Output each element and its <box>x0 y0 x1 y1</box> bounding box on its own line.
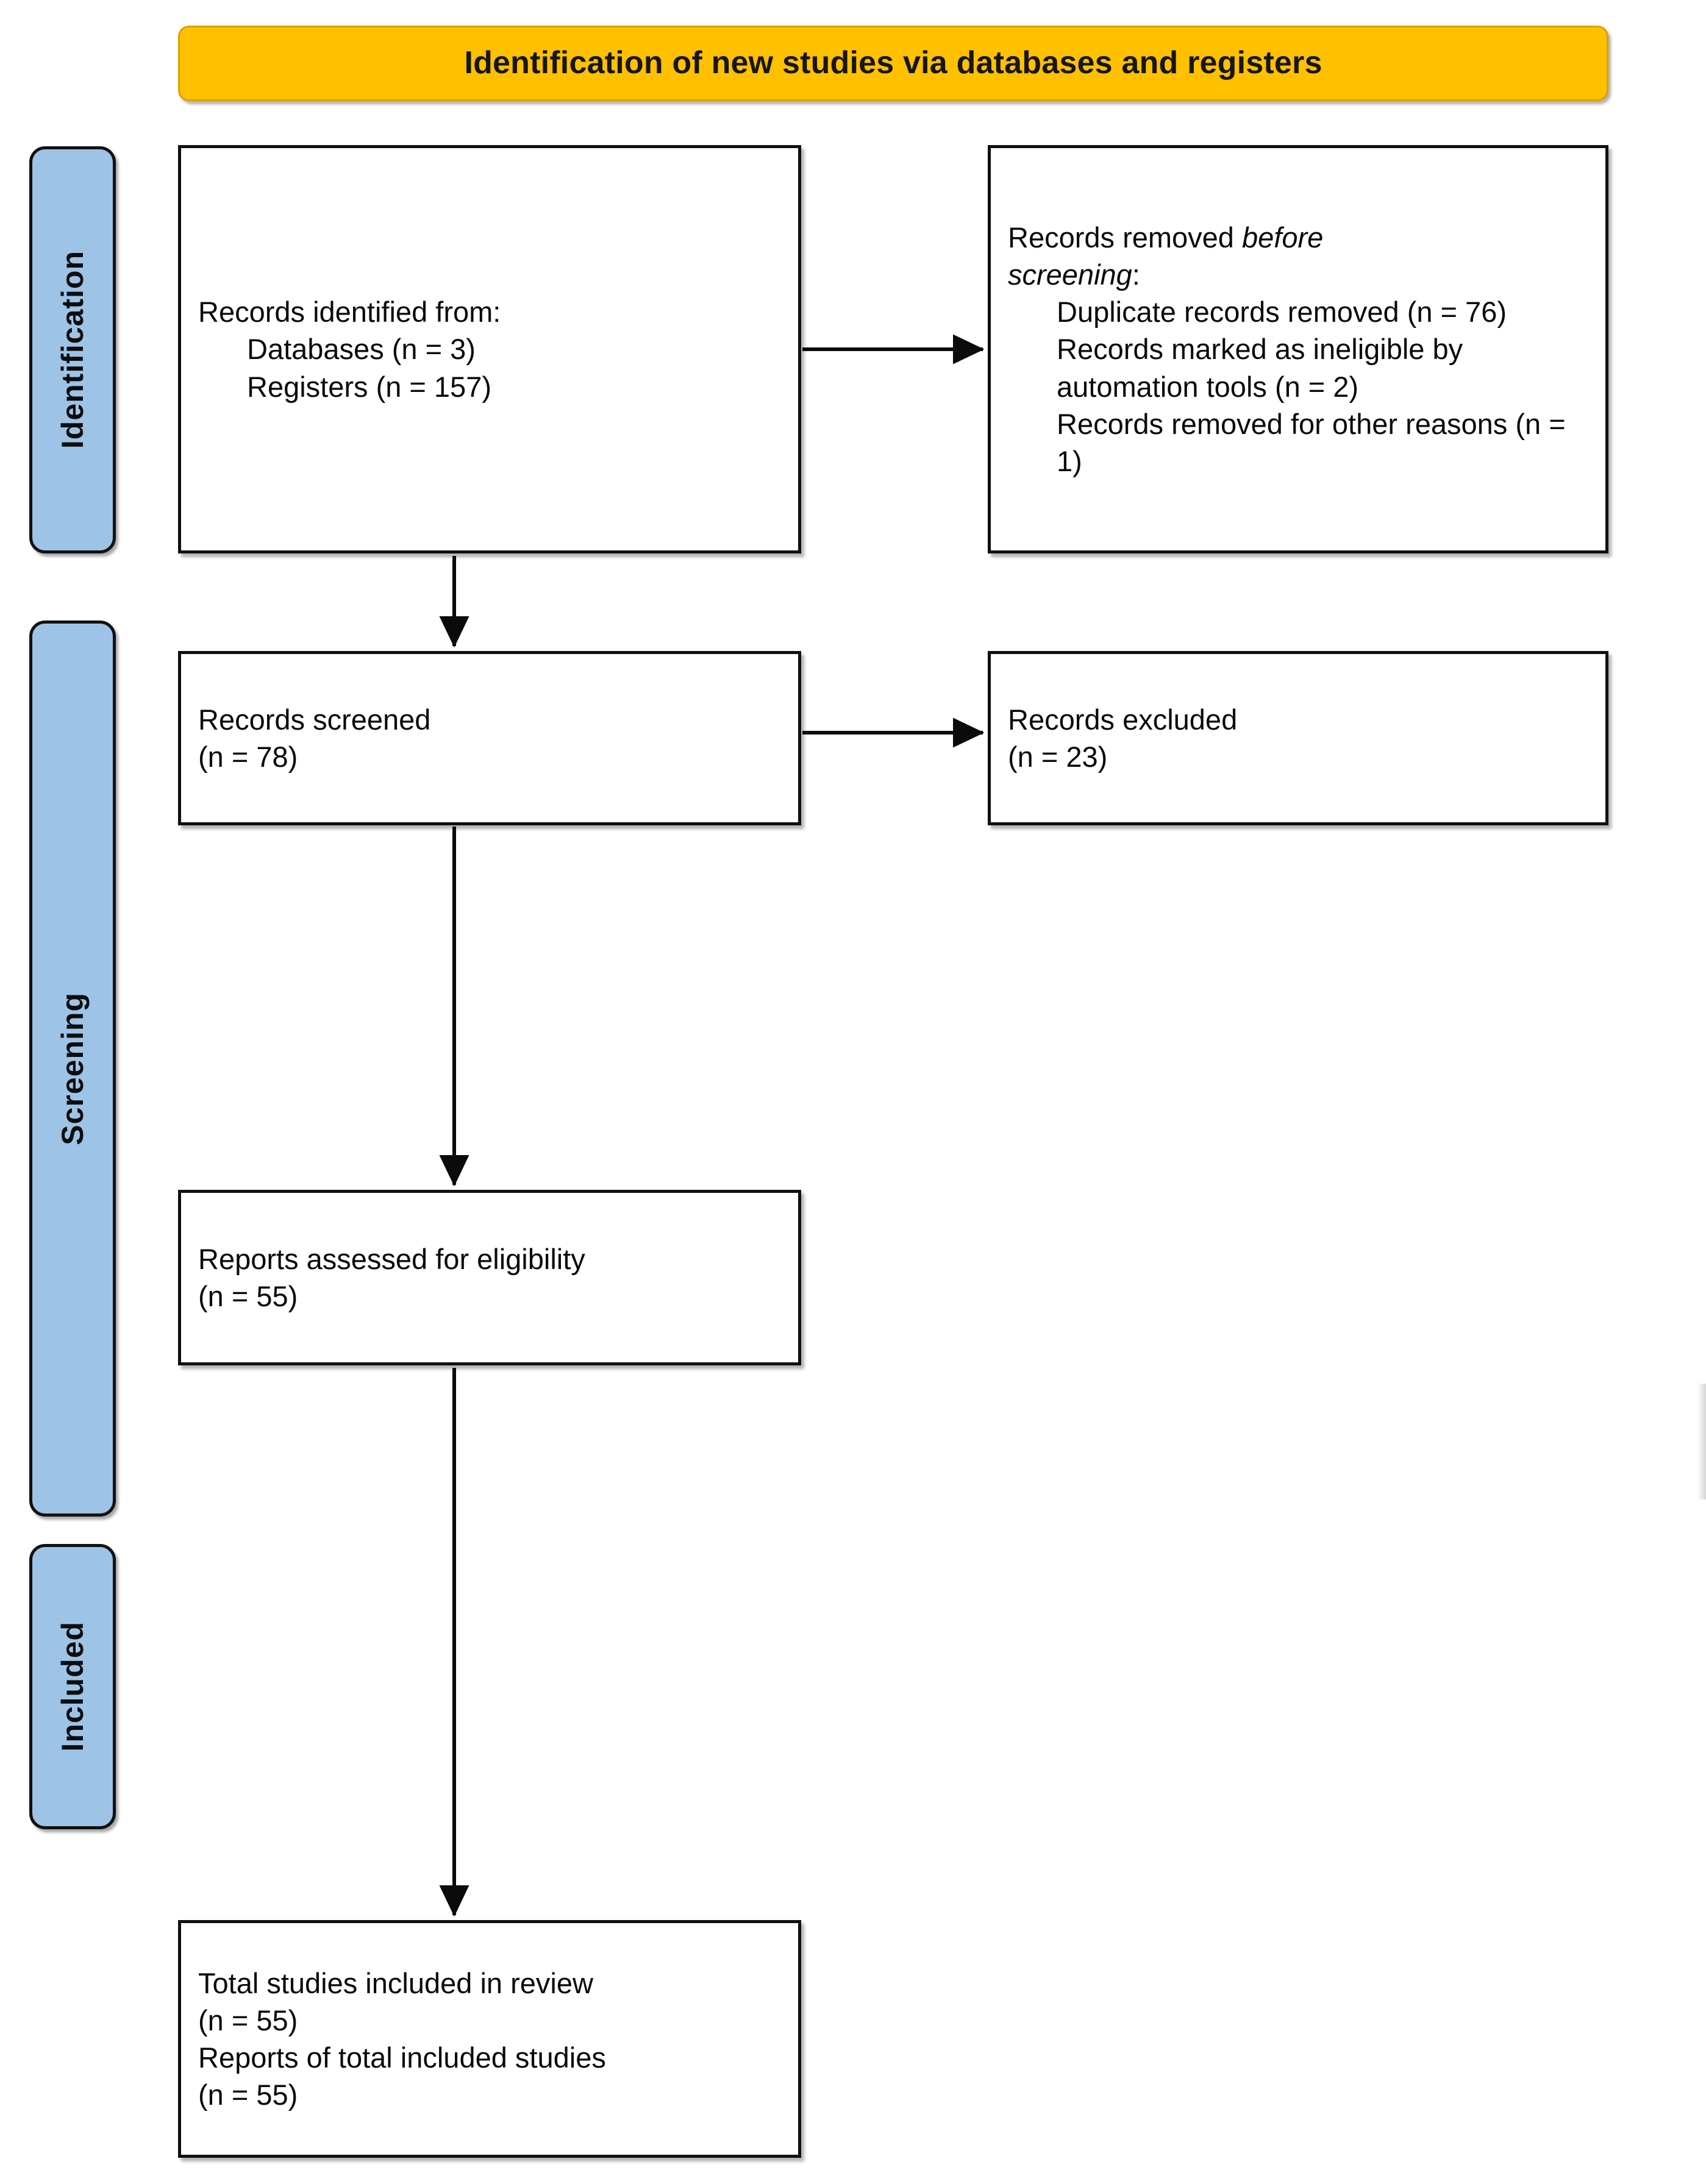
box-records-excluded: Records excluded (n = 23) <box>988 651 1608 825</box>
records-removed-automation: Records marked as ineligible by automati… <box>1057 333 1471 403</box>
reports-eligibility-count: (n = 55) <box>198 1280 298 1312</box>
records-screened-label: Records screened <box>198 703 431 736</box>
records-identified-registers: Registers (n = 157) <box>247 370 491 403</box>
stage-label-identification: Identification <box>29 146 116 553</box>
records-removed-other: Records removed for other reasons (n = 1… <box>1057 407 1574 477</box>
records-screened-count: (n = 78) <box>198 741 298 773</box>
records-removed-heading-italic-screening: screening <box>1008 258 1132 291</box>
records-identified-databases: Databases (n = 3) <box>247 333 476 366</box>
box-records-removed: Records removed before screening: Duplica… <box>988 145 1608 553</box>
records-excluded-count: (n = 23) <box>1008 741 1108 773</box>
stage-label-identification-text: Identification <box>55 251 90 449</box>
records-removed-heading-italic-before: before <box>1242 221 1324 254</box>
diagram-title: Identification of new studies via databa… <box>464 45 1322 81</box>
records-removed-heading: Records removed before screening: <box>1008 219 1588 293</box>
stage-label-included-text: Included <box>55 1621 90 1752</box>
total-studies-count: (n = 55) <box>198 2004 298 2036</box>
box-records-identified: Records identified from: Databases (n = … <box>178 145 801 553</box>
records-excluded-label: Records excluded <box>1008 703 1238 736</box>
stage-label-screening-text: Screening <box>55 992 90 1145</box>
box-total-studies-included: Total studies included in review (n = 55… <box>178 1920 801 2158</box>
diagram-title-banner: Identification of new studies via databa… <box>178 26 1608 101</box>
total-studies-label: Total studies included in review <box>198 1966 593 1999</box>
box-records-screened: Records screened (n = 78) <box>178 651 801 825</box>
records-identified-line-1: Records identified from: <box>198 296 501 329</box>
total-reports-count: (n = 55) <box>198 2079 298 2111</box>
records-removed-heading-colon: : <box>1132 258 1140 291</box>
records-removed-duplicates: Duplicate records removed (n = 76) <box>1057 296 1507 329</box>
total-reports-label: Reports of total included studies <box>198 2041 606 2074</box>
box-reports-assessed-eligibility: Reports assessed for eligibility (n = 55… <box>178 1190 801 1365</box>
reports-eligibility-label: Reports assessed for eligibility <box>198 1242 585 1275</box>
stage-label-screening: Screening <box>29 621 116 1517</box>
records-removed-heading-plain: Records removed <box>1008 221 1242 254</box>
stage-label-included: Included <box>29 1544 116 1829</box>
page-edge-shadow <box>1697 1384 1706 1499</box>
